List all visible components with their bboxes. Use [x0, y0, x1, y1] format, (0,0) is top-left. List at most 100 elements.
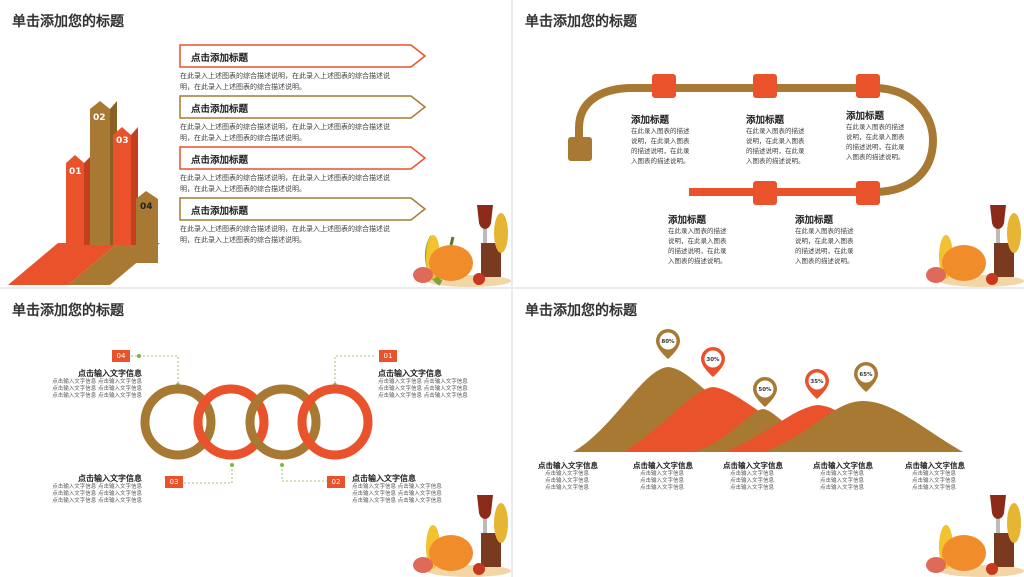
timeline-item: 添加标题 在此录入图表的描述说明，在此录入图表的描述说明，在此录入图表的描述说明… [795, 212, 859, 266]
banner-arrow-shape [179, 197, 427, 221]
connector-line [184, 465, 233, 484]
connector-line [281, 465, 328, 482]
info-heading: 点击输入文字信息 [78, 369, 142, 378]
slide-1-thumbnail[interactable]: 单击添加您的标题 01 02 03 04 点击添加标题 在此录入上述 [0, 0, 511, 287]
timeline-start-node [568, 137, 592, 161]
info-heading: 点击输入文字信息 [538, 461, 598, 470]
info-line: 点击输入文字信息 点击输入文字信息 [52, 484, 142, 490]
pin-label: 50% [758, 387, 772, 393]
item-description: 在此录入图表的描述说明，在此录入图表的描述说明，在此录入图表的描述说明。 [668, 227, 727, 265]
bar-03 [113, 127, 131, 245]
banner-arrow-shape [179, 44, 427, 68]
item-description: 在此录入上述图表的综合描述说明，在此录入上述图表的综合描述说明，在此录入上述图表… [180, 225, 390, 244]
item-heading: 点击添加标题 [191, 53, 249, 64]
info-heading: 点击输入文字信息 [633, 461, 693, 470]
item-banner: 点击添加标题 [179, 44, 427, 68]
ring-3 [245, 384, 321, 460]
info-line: 点击输入文字信息 [820, 471, 865, 477]
thanksgiving-food-illustration [926, 205, 1024, 287]
info-block: 点击输入文字信息 点击输入文字信息 点击输入文字信息 点击输入文字信息 [633, 460, 713, 492]
item-heading: 点击添加标题 [191, 155, 249, 166]
item-description: 在此录入图表的描述说明，在此录入图表的描述说明，在此录入图表的描述说明。 [795, 227, 854, 265]
bar-02 [90, 101, 110, 245]
info-block: 点击输入文字信息 点击输入文字信息 点击输入文字信息 点击输入文字信息 [905, 460, 985, 492]
bar-04 [136, 191, 158, 263]
slide-title: 单击添加您的标题 [525, 14, 637, 30]
item-heading: 添加标题 [668, 215, 707, 226]
slide-2-thumbnail[interactable]: 单击添加您的标题 添加标题 在此录入图表的描述说明，在此录入图表的描述说明，在此… [513, 0, 1024, 287]
item-description: 在此录入图表的描述说明，在此录入图表的描述说明，在此录入图表的描述说明。 [631, 127, 690, 165]
info-line: 点击输入文字信息 [640, 485, 685, 491]
info-heading: 点击输入文字信息 [78, 474, 142, 483]
percent-pin: 50% [753, 377, 777, 407]
slide-4-thumbnail[interactable]: 单击添加您的标题 80% 30% 50% [513, 289, 1024, 577]
info-line: 点击输入文字信息 点击输入文字信息 [352, 498, 442, 504]
item-heading: 添加标题 [795, 215, 834, 226]
info-line: 点击输入文字信息 [545, 478, 590, 484]
info-block: 点击输入文字信息 点击输入文字信息 点击输入文字信息 点击输入文字信息 点击输入… [378, 368, 482, 400]
info-line: 点击输入文字信息 点击输入文字信息 [378, 379, 468, 385]
timeline-item: 添加标题 在此录入图表的描述说明，在此录入图表的描述说明，在此录入图表的描述说明… [846, 108, 910, 162]
info-block: 点击输入文字信息 点击输入文字信息 点击输入文字信息 点击输入文字信息 [813, 460, 893, 492]
item-banner: 点击添加标题 [179, 197, 427, 221]
percent-pin: 35% [805, 369, 829, 399]
info-line: 点击输入文字信息 [912, 485, 957, 491]
item-description: 在此录入上述图表的综合描述说明，在此录入上述图表的综合描述说明，在此录入上述图表… [180, 174, 390, 193]
item-description: 在此录入上述图表的综合描述说明，在此录入上述图表的综合描述说明，在此录入上述图表… [180, 72, 390, 91]
number-badge: 02 [327, 476, 345, 488]
mountain-peaks-chart: 80% 30% 50% 35% 65% [573, 329, 963, 452]
connector-dot [230, 463, 234, 467]
info-line: 点击输入文字信息 [820, 485, 865, 491]
item-heading: 点击添加标题 [191, 206, 249, 217]
thanksgiving-food-illustration [926, 495, 1024, 577]
bar-label-02: 02 [93, 113, 106, 123]
timeline-item: 添加标题 在此录入图表的描述说明，在此录入图表的描述说明，在此录入图表的描述说明… [668, 212, 732, 266]
thanksgiving-food-illustration [413, 205, 511, 287]
item-heading: 添加标题 [846, 111, 885, 122]
ring-4 [297, 384, 373, 460]
ring-1 [140, 384, 216, 460]
info-heading: 点击输入文字信息 [352, 474, 416, 483]
info-line: 点击输入文字信息 点击输入文字信息 [378, 393, 468, 399]
3d-bar-chart: 01 02 03 04 [8, 101, 160, 285]
item-heading: 点击添加标题 [191, 104, 249, 115]
item-description: 在此录入图表的描述说明，在此录入图表的描述说明，在此录入图表的描述说明。 [846, 123, 905, 161]
number-badge: 04 [112, 350, 130, 362]
info-block: 点击输入文字信息 点击输入文字信息 点击输入文字信息 点击输入文字信息 点击输入… [38, 368, 142, 400]
banner-arrow-shape [179, 95, 427, 119]
percent-pin: 80% [656, 329, 680, 359]
bar-label-03: 03 [116, 136, 129, 146]
percent-pin: 30% [701, 347, 725, 377]
item-description: 在此录入图表的描述说明，在此录入图表的描述说明，在此录入图表的描述说明。 [746, 127, 805, 165]
info-line: 点击输入文字信息 点击输入文字信息 [52, 498, 142, 504]
info-heading: 点击输入文字信息 [723, 461, 783, 470]
info-line: 点击输入文字信息 点击输入文字信息 [52, 379, 142, 385]
pin-label: 30% [706, 357, 720, 363]
number-badge: 03 [165, 476, 183, 488]
timeline-node [652, 74, 676, 98]
info-line: 点击输入文字信息 [640, 478, 685, 484]
info-block: 点击输入文字信息 点击输入文字信息 点击输入文字信息 点击输入文字信息 [723, 460, 803, 492]
item-heading: 添加标题 [631, 115, 670, 126]
timeline-path-brown [575, 84, 938, 196]
info-line: 点击输入文字信息 [730, 471, 775, 477]
item-banner: 点击添加标题 [179, 146, 427, 170]
number-badge: 01 [379, 350, 397, 362]
slide-title: 单击添加您的标题 [12, 303, 124, 319]
bar-label-04: 04 [140, 202, 153, 212]
slide-3-thumbnail[interactable]: 单击添加您的标题 04 点击输入文字信息 点击输入文字信息 点击输入文字信息 点… [0, 289, 511, 577]
info-heading: 点击输入文字信息 [905, 461, 965, 470]
timeline-node [753, 74, 777, 98]
peak-5 [763, 401, 963, 452]
interlocking-rings-diagram [131, 354, 374, 484]
pin-label: 65% [859, 372, 873, 378]
slide-title: 单击添加您的标题 [12, 14, 124, 30]
ring-2 [193, 384, 269, 460]
connector-dot [137, 354, 141, 358]
info-line: 点击输入文字信息 [730, 478, 775, 484]
info-heading: 点击输入文字信息 [813, 461, 873, 470]
timeline-item: 添加标题 在此录入图表的描述说明，在此录入图表的描述说明，在此录入图表的描述说明… [631, 112, 695, 166]
bar-label-01: 01 [69, 167, 82, 177]
info-heading: 点击输入文字信息 [378, 369, 442, 378]
